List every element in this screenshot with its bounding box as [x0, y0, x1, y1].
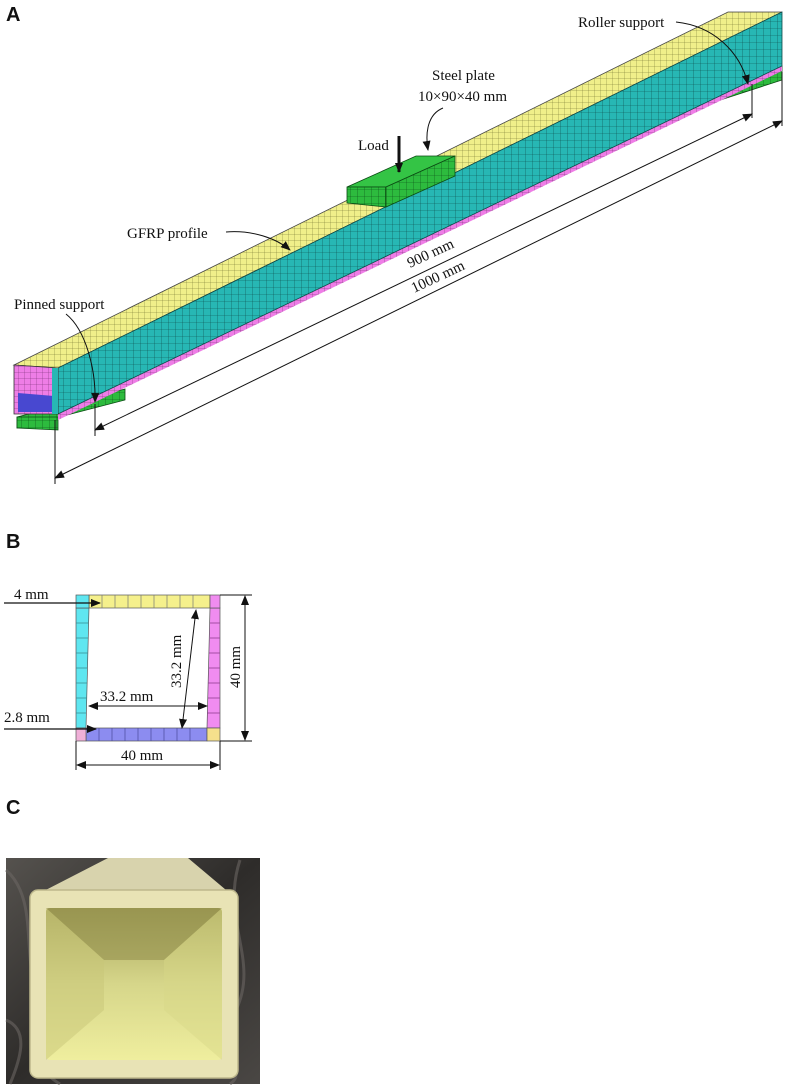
wall-2-8mm-label: 2.8 mm — [4, 710, 50, 726]
pinned-support-label: Pinned support — [14, 297, 105, 313]
panel-letter-b: B — [6, 531, 21, 553]
section-left-web — [75, 607, 90, 729]
section-bottom-flange — [85, 727, 208, 742]
beam-end-web-strip — [52, 368, 58, 414]
steel-plate-front — [346, 186, 387, 208]
inner-height-dim — [179, 609, 199, 729]
inner-width-label: 33.2 mm — [100, 689, 154, 705]
tube-inner-depth — [46, 908, 222, 960]
pinned-support-front — [16, 416, 59, 431]
steel-plate-label: Steel plate — [432, 68, 495, 84]
roller-support-leader — [675, 21, 750, 85]
inner-height-label: 33.2 mm — [169, 634, 185, 688]
tube-inner-depth-right — [164, 908, 222, 1060]
section-corner-br — [206, 727, 221, 742]
steel-plate-leader — [422, 107, 444, 151]
outer-height-label: 40 mm — [228, 646, 244, 688]
tube-top-surface — [36, 858, 232, 895]
section-top-flange — [88, 594, 211, 609]
outer-width-label: 40 mm — [121, 748, 163, 764]
gfrp-profile-label: GFRP profile — [127, 226, 208, 242]
panel-letter-c: C — [6, 797, 21, 819]
beam-bottom-edge — [58, 66, 782, 420]
panel-a-beam-diagram: Load Steel plate 10×90×40 mm Roller supp… — [12, 11, 783, 484]
section-corner-bl — [75, 727, 87, 742]
panel-b-cross-section: 4 mm 2.8 mm 33.2 mm 33.2 mm 40 mm 40 mm — [4, 587, 252, 770]
wall-4mm-label: 4 mm — [14, 587, 49, 603]
beam-web — [57, 11, 783, 415]
load-label: Load — [358, 138, 389, 154]
roller-support-label: Roller support — [578, 15, 665, 31]
section-right-web — [206, 607, 221, 729]
panel-c-photo — [5, 858, 260, 1085]
panel-letter-a: A — [6, 4, 21, 26]
tube-inner-depth-left — [46, 908, 104, 1060]
beam-end-inner — [18, 393, 54, 412]
section-corner-tr — [209, 594, 221, 609]
dim-line-1000 — [54, 120, 783, 479]
section-corner-tl — [75, 594, 90, 609]
steel-plate-dims: 10×90×40 mm — [418, 89, 507, 105]
